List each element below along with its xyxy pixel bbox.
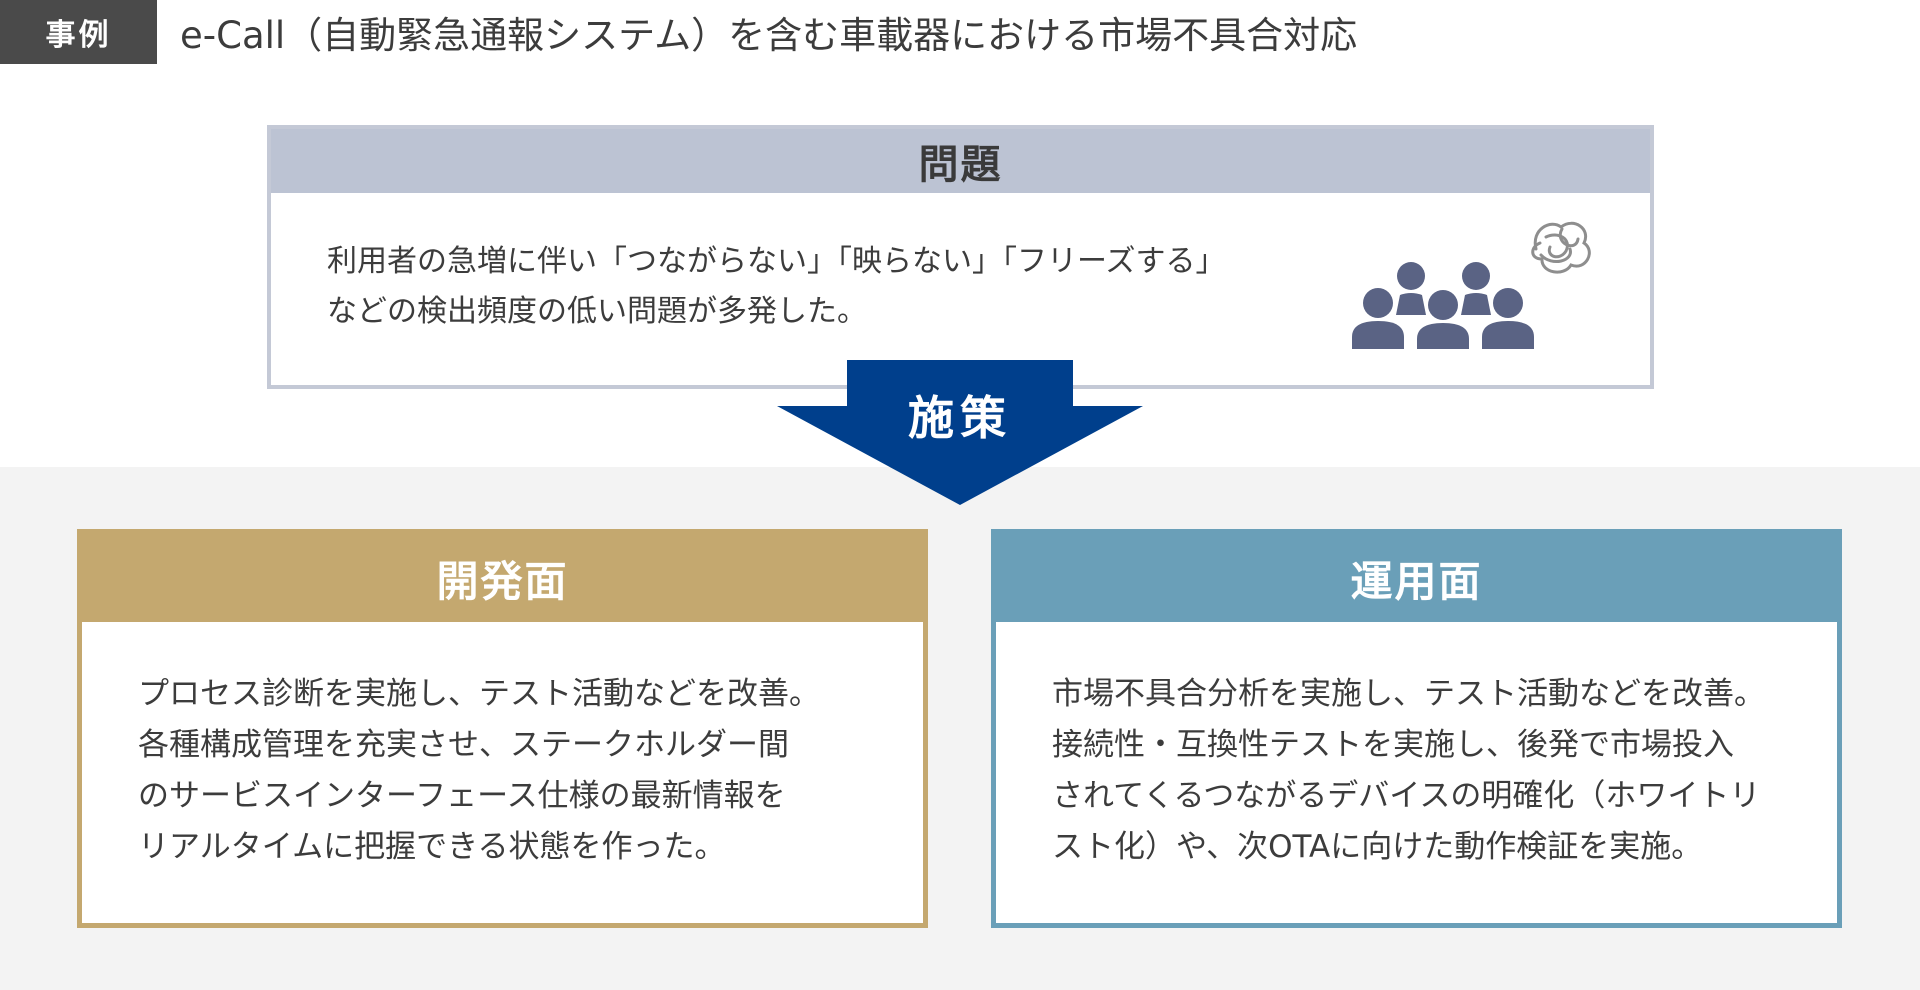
- problem-line: などの検出頻度の低い問題が多発した。: [327, 294, 867, 329]
- development-line: リアルタイムに把握できる状態を作った。: [138, 829, 726, 865]
- operations-line: 接続性・互換性テストを実施し、後発で市場投入: [1052, 727, 1734, 763]
- measures-label: 施策: [908, 391, 1012, 445]
- operations-heading: 運用面: [996, 534, 1837, 622]
- operations-line: 市場不具合分析を実施し、テスト活動などを改善。: [1052, 676, 1765, 712]
- operations-line: スト化）や、次OTAに向けた動作検証を実施。: [1052, 829, 1703, 865]
- development-description: プロセス診断を実施し、テスト活動などを改善。 各種構成管理を充実させ、ステークホ…: [138, 669, 898, 873]
- measures-arrow: [777, 360, 1143, 505]
- problem-line: 利用者の急増に伴い「つながらない」「映らない」「フリーズする」: [327, 244, 1226, 279]
- development-heading: 開発面: [82, 534, 923, 622]
- case-tag: 事例: [0, 0, 157, 64]
- problem-description: 利用者の急増に伴い「つながらない」「映らない」「フリーズする」 などの検出頻度の…: [327, 237, 1307, 337]
- development-line: 各種構成管理を充実させ、ステークホルダー間: [138, 727, 789, 763]
- operations-description: 市場不具合分析を実施し、テスト活動などを改善。 接続性・互換性テストを実施し、後…: [1052, 669, 1812, 873]
- development-panel: 開発面 プロセス診断を実施し、テスト活動などを改善。 各種構成管理を充実させ、ス…: [77, 529, 928, 928]
- problem-box: 問題 利用者の急増に伴い「つながらない」「映らない」「フリーズする」 などの検出…: [267, 125, 1654, 389]
- operations-line: されてくるつながるデバイスの明確化（ホワイトリ: [1052, 778, 1761, 814]
- tangled-scribble-icon: [1531, 221, 1591, 274]
- page-title: e-Call（自動緊急通報システム）を含む車載器における市場不具合対応: [180, 14, 1358, 57]
- development-line: のサービスインターフェース仕様の最新情報を: [138, 778, 786, 814]
- development-line: プロセス診断を実施し、テスト活動などを改善。: [138, 676, 820, 712]
- problem-heading: 問題: [271, 129, 1650, 193]
- people-group-icon: [1352, 221, 1591, 349]
- operations-panel: 運用面 市場不具合分析を実施し、テスト活動などを改善。 接続性・互換性テストを実…: [991, 529, 1842, 928]
